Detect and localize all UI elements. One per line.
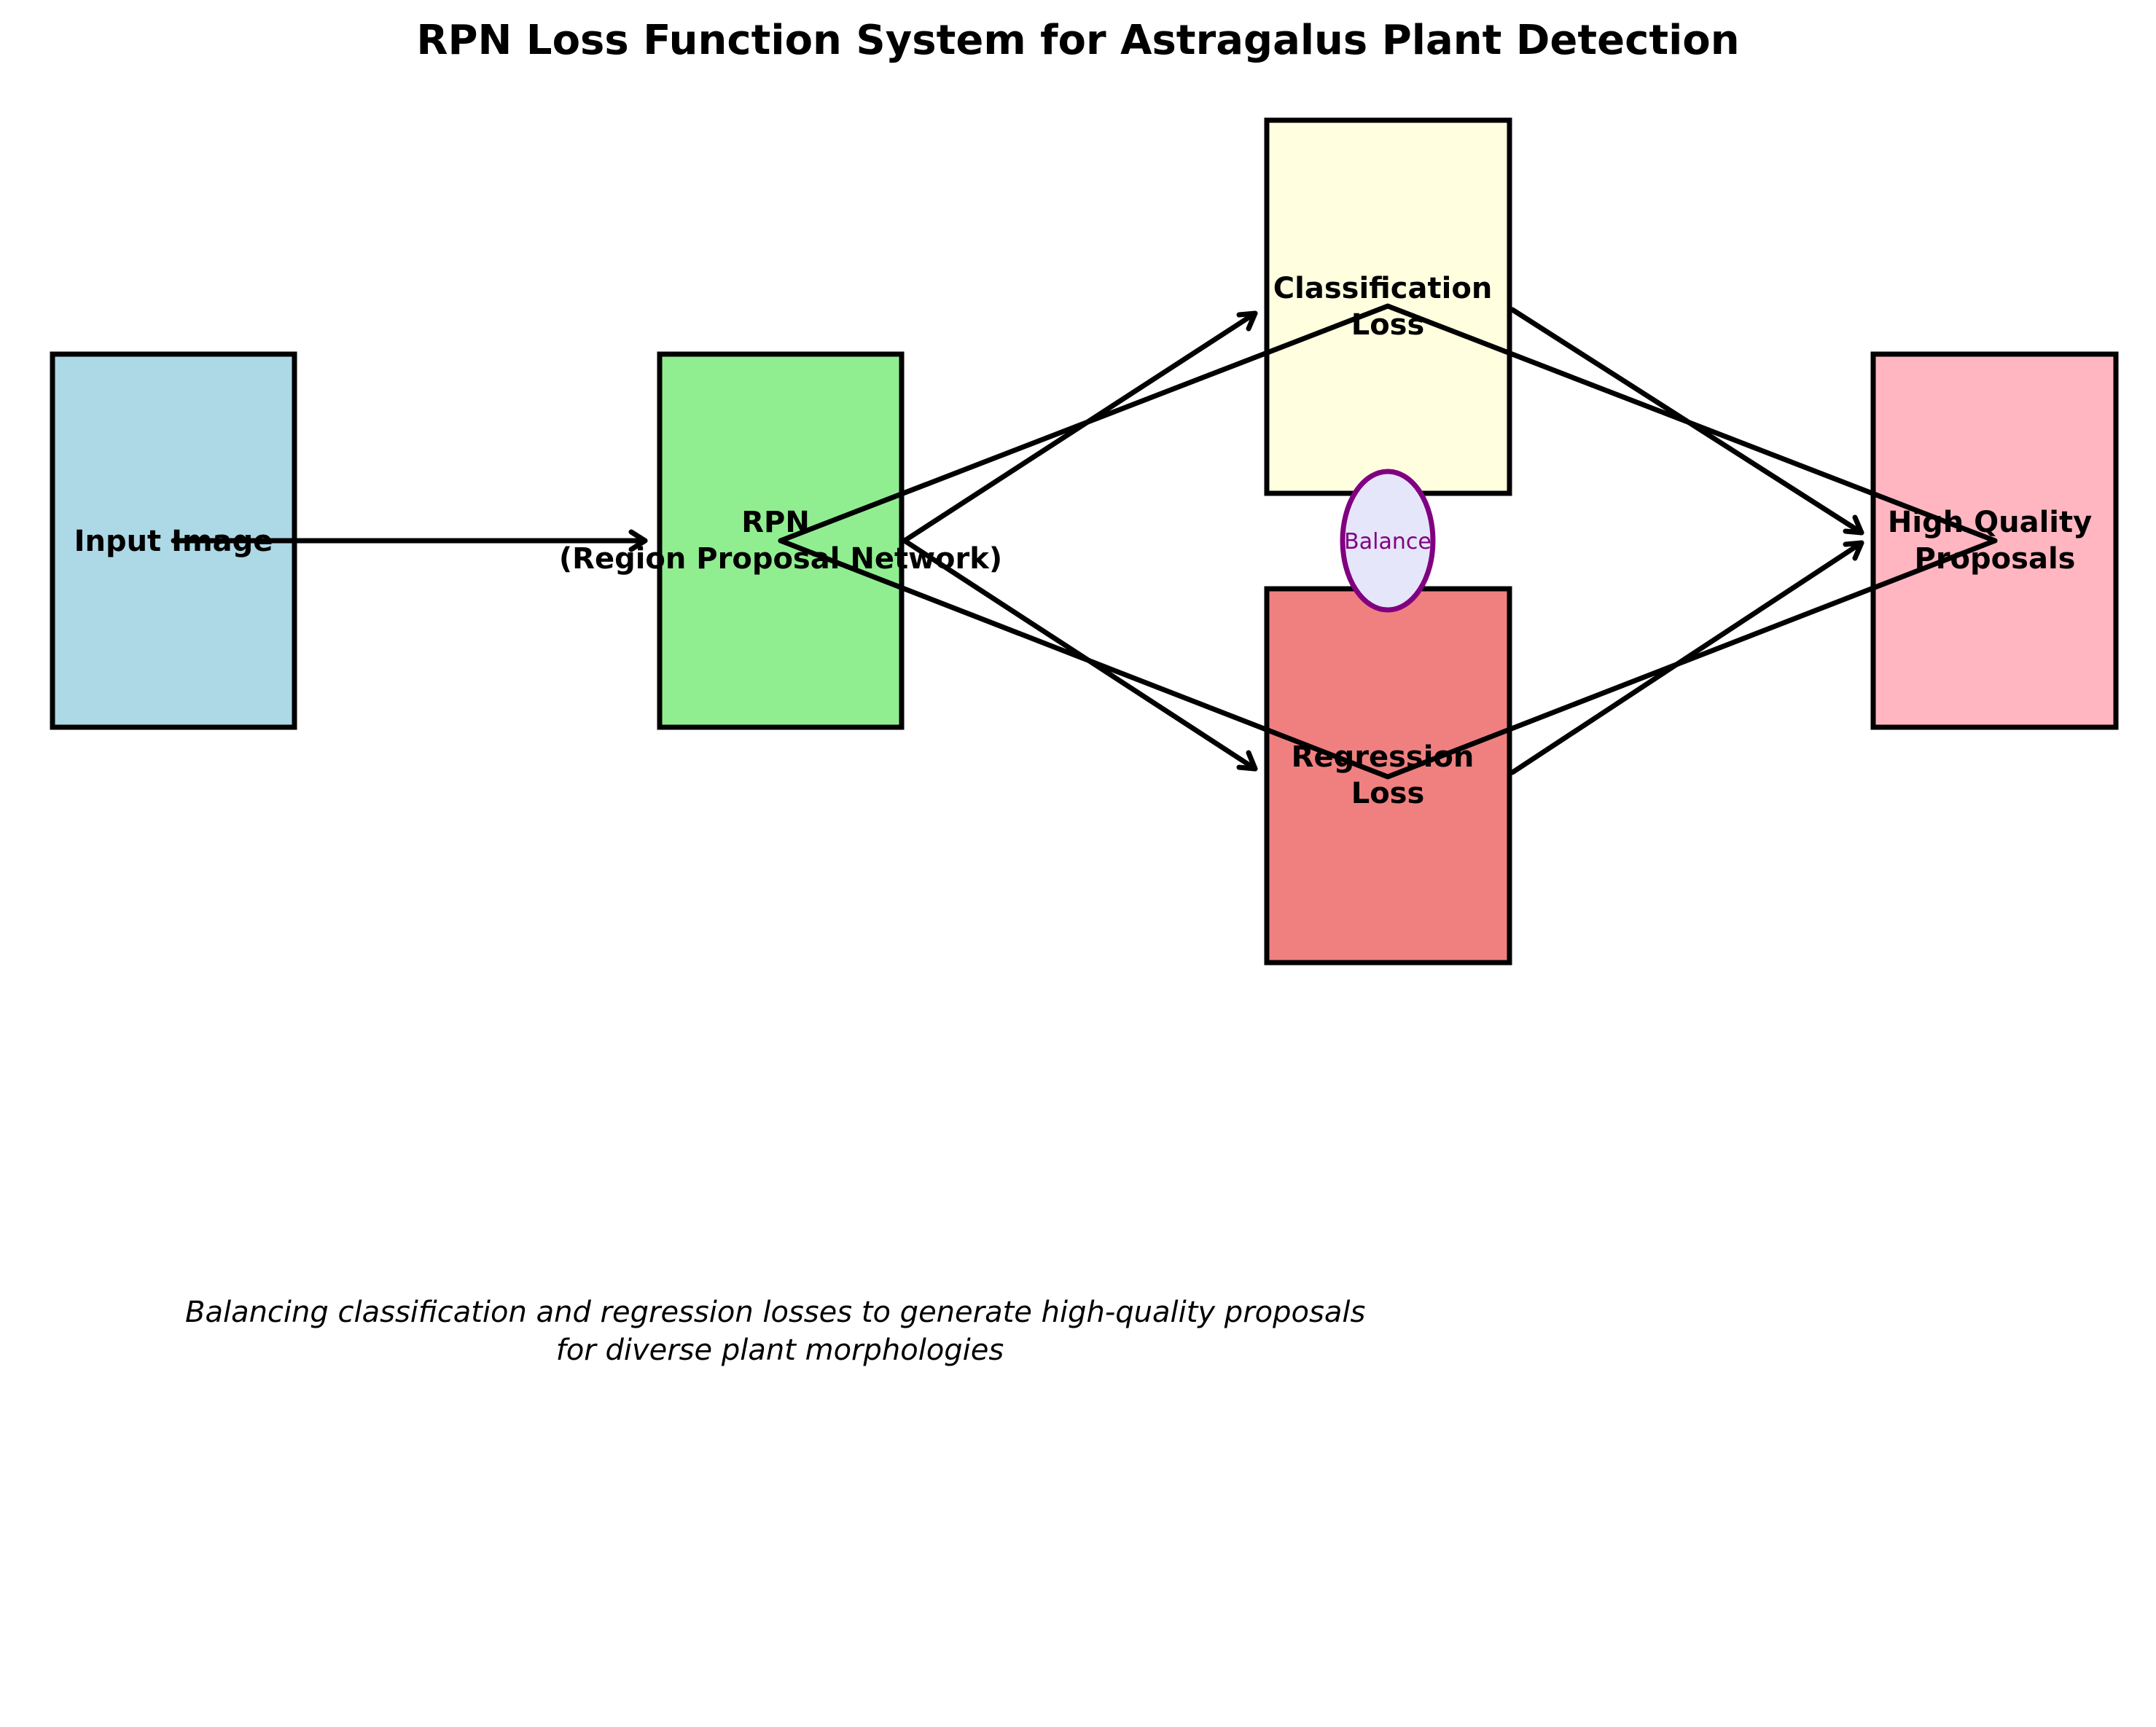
balance-ellipse [1340, 469, 1436, 613]
diagram-title: RPN Loss Function System for Astragalus … [416, 17, 1739, 64]
rpn-label: RPN (Region Proposal Network) [559, 506, 1002, 576]
rpn-to-classification-zigzag [778, 303, 1998, 544]
arrow-input-to-rpn [171, 529, 648, 552]
arrow-rpn-to-classification [902, 310, 1258, 544]
balance-label: Balance [1344, 529, 1432, 555]
diagram-caption: Balancing classification and regression … [185, 1296, 1375, 1367]
arrow-regression-to-proposals [1509, 540, 1864, 775]
arrow-rpn-to-regression [902, 538, 1258, 772]
rpn-to-regression-zigzag [778, 538, 1998, 780]
input-image-label: Input Image [74, 525, 273, 558]
high-quality-proposals-label: High Quality Proposals [1888, 506, 2102, 576]
arrow-classification-to-proposals [1509, 307, 1864, 536]
regression-loss-label: Regression Loss [1292, 740, 1485, 810]
classification-loss-label: Classification Loss [1273, 272, 1502, 342]
